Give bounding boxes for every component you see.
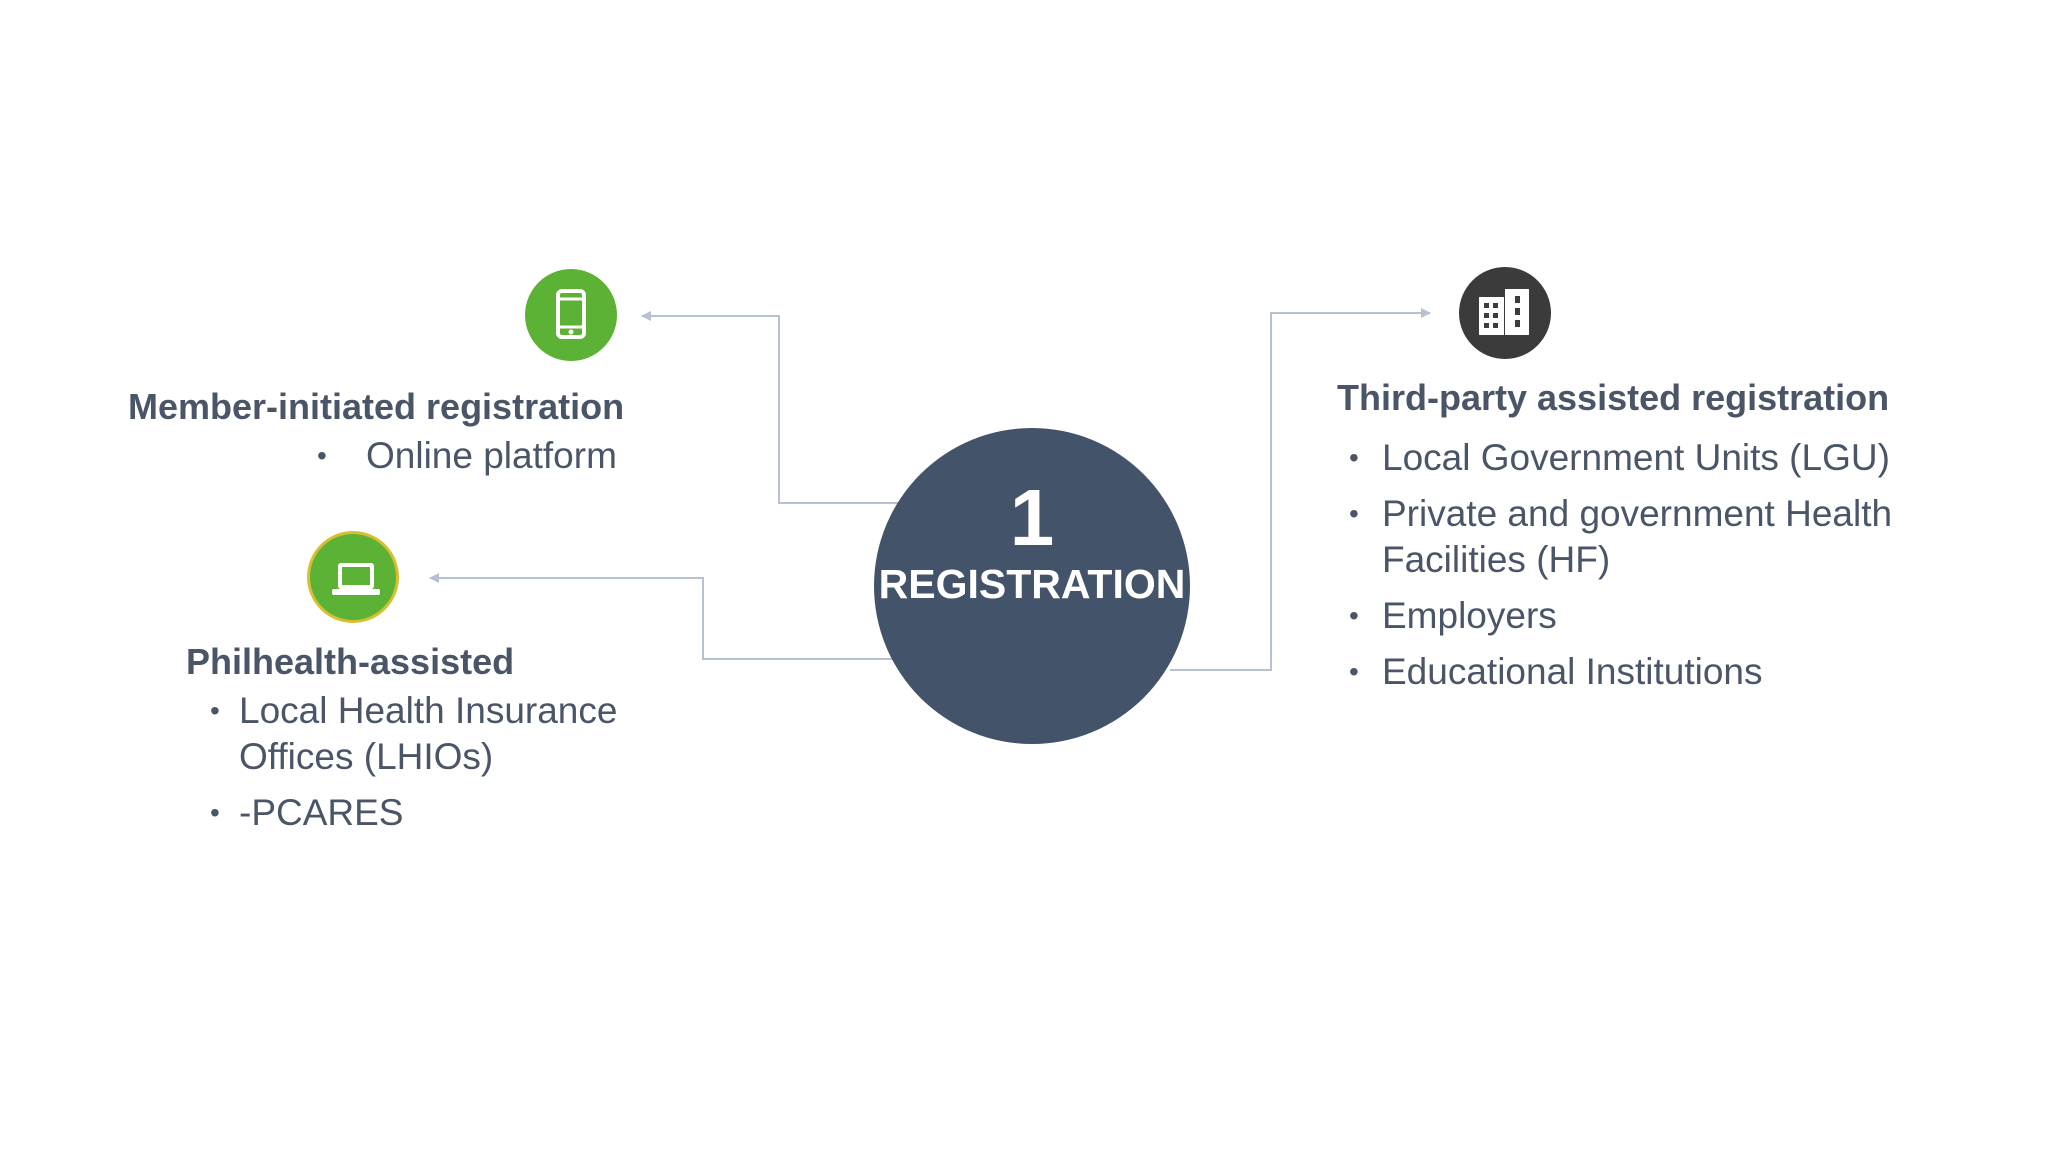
registration-hub: 1 REGISTRATION bbox=[874, 428, 1190, 744]
third-party-heading: Third-party assisted registration bbox=[1337, 377, 1890, 418]
hub-label: REGISTRATION bbox=[878, 561, 1186, 607]
connector-member bbox=[641, 311, 900, 504]
building-icon bbox=[1459, 267, 1551, 359]
list-item-online-platform: Online platform bbox=[366, 435, 617, 476]
list-item-lhios: Local Health Insurance Offices (LHIOs) bbox=[239, 690, 618, 777]
bullet-marker: • bbox=[1349, 600, 1359, 631]
list-item-lgu: Local Government Units (LGU) bbox=[1382, 437, 1890, 478]
bullet-marker: • bbox=[1349, 498, 1359, 529]
hub-step-number: 1 bbox=[1009, 473, 1055, 562]
philhealth-assisted-heading: Philhealth-assisted bbox=[186, 641, 515, 682]
connector-third-party bbox=[1170, 308, 1431, 671]
list-item-health-facilities: Private and government Health Facilities… bbox=[1382, 493, 1893, 580]
smartphone-icon bbox=[525, 269, 617, 361]
bullet-marker: • bbox=[210, 695, 220, 726]
bullet-marker: • bbox=[317, 440, 327, 471]
bullet-marker: • bbox=[1349, 442, 1359, 473]
connector-philhealth bbox=[429, 573, 894, 660]
laptop-icon bbox=[307, 531, 399, 623]
list-item-educational-institutions: Educational Institutions bbox=[1382, 651, 1763, 692]
list-item-pcares: -PCARES bbox=[239, 792, 404, 833]
bullet-marker: • bbox=[210, 797, 220, 828]
bullet-marker: • bbox=[1349, 656, 1359, 687]
member-initiated-heading: Member-initiated registration bbox=[128, 386, 625, 427]
list-item-employers: Employers bbox=[1382, 595, 1557, 636]
